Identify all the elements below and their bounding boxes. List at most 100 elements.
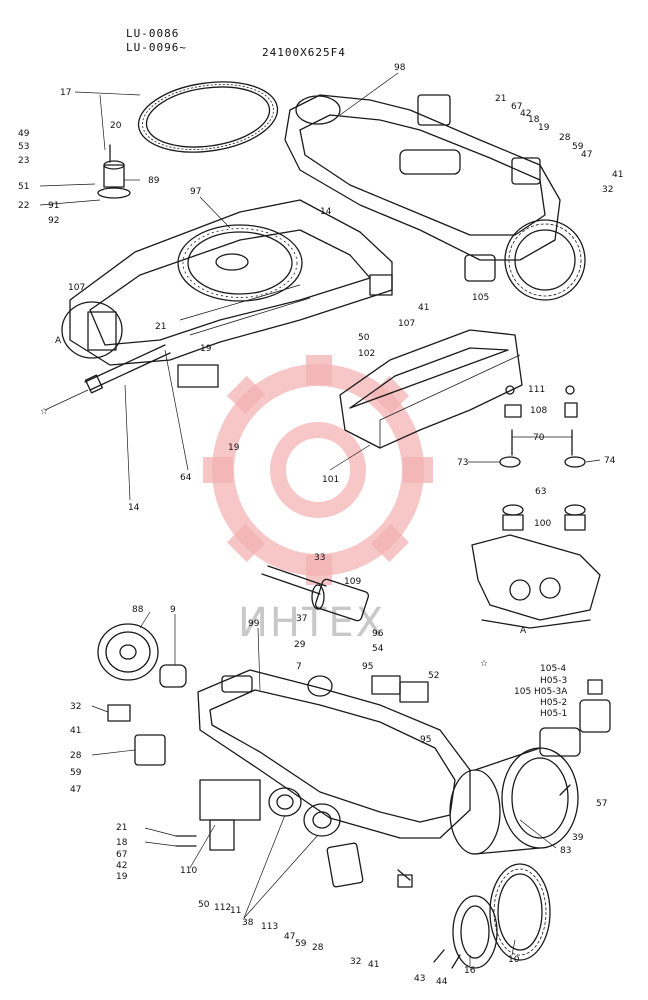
part-label: 47 (581, 150, 592, 160)
watermark-gear-logo (203, 355, 433, 585)
part-label: 19 (200, 344, 212, 354)
part-label: 98 (394, 63, 406, 73)
part-label: 67 (511, 102, 522, 112)
part-label: 105 (514, 687, 531, 697)
part-label: 44 (436, 977, 448, 987)
cylinder-shaft (84, 344, 171, 394)
part-label: H05-1 (540, 709, 567, 719)
detail-callout-a (61, 301, 123, 359)
part-label: 59 (70, 768, 82, 778)
part-label: H05-3 (540, 676, 567, 686)
part-label: 67 (116, 850, 127, 860)
part-label: 19 (538, 123, 550, 133)
part-label: 49 (18, 129, 30, 139)
part-label: 19 (116, 872, 128, 882)
tension-cylinder (261, 565, 370, 622)
part-label: 14 (128, 503, 140, 513)
part-label: 28 (70, 751, 82, 761)
part-label: 37 (296, 614, 307, 624)
part-label: 64 (180, 473, 192, 483)
lower-bolt-hardware (175, 784, 571, 969)
part-label: 22 (18, 201, 29, 211)
track-rollers (107, 704, 364, 888)
part-label: 42 (116, 861, 127, 871)
part-label: 21 (155, 322, 166, 332)
swivel-joint (97, 144, 131, 199)
front-idler (97, 623, 187, 688)
part-label: 95 (362, 662, 373, 672)
star-marker: ☆ (480, 659, 488, 669)
part-label: 32 (602, 185, 613, 195)
part-label: 17 (60, 88, 71, 98)
part-label: 99 (248, 619, 260, 629)
part-label: 59 (295, 939, 307, 949)
part-label: 28 (559, 133, 571, 143)
detail-a-view (471, 504, 601, 629)
upper-frame (69, 199, 393, 388)
detail-a-caption: A (520, 626, 527, 636)
part-label: 113 (261, 922, 278, 932)
part-label: 110 (180, 866, 197, 876)
part-label: 47 (70, 785, 81, 795)
upper-labels: 17 20 49 53 23 51 22 91 92 89 97 98 21 6… (18, 63, 623, 529)
part-label: 23 (18, 156, 29, 166)
part-label: 7 (296, 662, 302, 672)
part-label: 21 (116, 823, 127, 833)
part-label: 50 (198, 900, 210, 910)
model-code-1: LU-0086 (126, 27, 179, 40)
bolt-hardware-set (499, 385, 586, 468)
part-label: 59 (572, 142, 584, 152)
part-label: 109 (344, 577, 361, 587)
travel-motor (539, 679, 611, 757)
part-label: 19 (228, 443, 240, 453)
part-label: 33 (314, 553, 325, 563)
part-label: 16 (464, 966, 476, 976)
watermark-text: ИНТЕХ (238, 600, 385, 646)
part-label: 38 (242, 918, 254, 928)
part-label: 102 (358, 349, 375, 359)
part-label: 21 (495, 94, 506, 104)
part-label: 88 (132, 605, 144, 615)
part-label: 43 (414, 974, 425, 984)
part-label: 105 (472, 293, 489, 303)
part-label: 57 (596, 799, 607, 809)
part-label: 41 (418, 303, 429, 313)
part-label: 100 (534, 519, 551, 529)
lower-labels: 33 109 88 9 99 37 29 96 54 52 7 95 95 10… (70, 553, 607, 987)
part-label: 42 (520, 109, 531, 119)
part-label: 29 (294, 640, 306, 650)
part-label: 50 (358, 333, 370, 343)
part-label: 74 (604, 456, 616, 466)
part-label: 107 (68, 283, 85, 293)
model-code-2: LU-0096~ (126, 41, 187, 54)
drive-sprocket-assembly (449, 747, 579, 969)
part-label: 73 (457, 458, 468, 468)
part-label: 52 (428, 671, 439, 681)
part-label: 32 (70, 702, 81, 712)
part-label: 63 (535, 487, 546, 497)
track-cover (339, 329, 523, 449)
part-label: 41 (368, 960, 379, 970)
part-label: 41 (70, 726, 81, 736)
part-label: H05-2 (540, 698, 567, 708)
part-label: 91 (48, 201, 59, 211)
track-frame-lower (197, 669, 471, 839)
part-label: 111 (528, 385, 545, 395)
part-label: 28 (312, 943, 324, 953)
part-label: 47 (284, 932, 295, 942)
part-label: 92 (48, 216, 59, 226)
part-label: 32 (350, 957, 361, 967)
part-label: 112 (214, 903, 231, 913)
part-label: 54 (372, 644, 384, 654)
part-label: 11 (230, 906, 241, 916)
part-label: 70 (533, 433, 545, 443)
part-label: 105-4 (540, 664, 566, 674)
swing-bearing-ring (137, 81, 279, 153)
part-label: 39 (572, 833, 584, 843)
part-label: 95 (420, 735, 431, 745)
part-label: 14 (320, 207, 332, 217)
part-label: 89 (148, 176, 160, 186)
part-label: 108 (530, 406, 547, 416)
part-label: H05-3A (534, 687, 568, 697)
